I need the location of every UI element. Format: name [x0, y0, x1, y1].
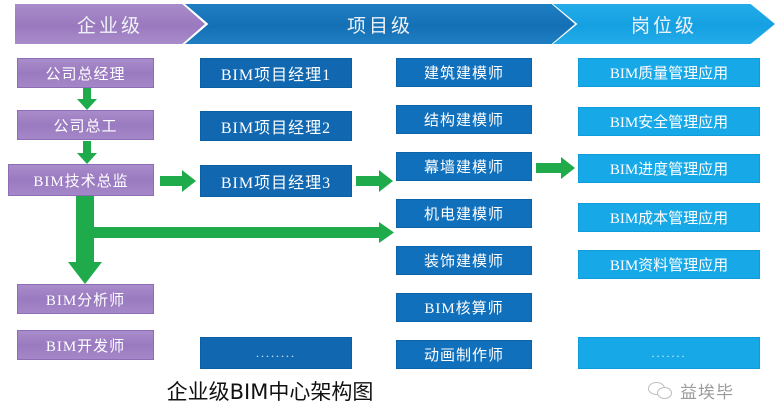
node-label: 幕墙建模师 [423, 160, 504, 176]
arrow-project-manager-3-to-modelers [356, 170, 393, 192]
node-decoration-modeler[interactable]: 装饰建模师 [396, 246, 532, 275]
node-bim-project-manager-3[interactable]: BIM项目经理3 [200, 165, 352, 197]
node-label: 结构建模师 [423, 113, 504, 129]
node-label: BIM成本管理应用 [609, 211, 729, 227]
node-label: BIM项目经理3 [220, 175, 332, 192]
node-bim-analyst[interactable]: BIM分析师 [17, 284, 154, 314]
arrow-chief-engineer-to-technical-director [77, 141, 97, 164]
level-banner-enterprise-label: 企业级 [76, 15, 143, 37]
level-banner-position: 岗位级 [553, 4, 775, 44]
node-bim-cost-management[interactable]: BIM成本管理应用 [578, 203, 760, 232]
node-mep-modeler[interactable]: 机电建模师 [396, 199, 532, 228]
node-bim-project-manager-2[interactable]: BIM项目经理2 [200, 111, 352, 141]
watermark: 益埃毕 [648, 378, 734, 403]
node-company-chief-engineer[interactable]: 公司总工 [17, 110, 154, 140]
arrow-technical-director-to-project-manager-3 [160, 170, 196, 192]
node-bim-schedule-management[interactable]: BIM进度管理应用 [578, 154, 760, 183]
level-banner-project: 项目级 [185, 4, 575, 44]
node-animation-producer[interactable]: 动画制作师 [396, 340, 532, 369]
node-label: 动画制作师 [423, 348, 504, 364]
node-label: 公司总经理 [45, 66, 126, 83]
node-label: ........ [256, 345, 296, 360]
node-label: BIM分析师 [45, 292, 126, 309]
node-label: BIM核算师 [424, 301, 504, 317]
node-bim-cost-accountant[interactable]: BIM核算师 [396, 293, 532, 322]
diagram-caption: 企业级BIM中心架构图 [166, 380, 374, 404]
arrow-technical-director-to-analyst [68, 196, 102, 284]
level-banner-position-label: 岗位级 [630, 15, 697, 37]
node-architecture-modeler[interactable]: 建筑建模师 [396, 58, 532, 87]
node-label: BIM项目经理2 [220, 120, 332, 137]
arrow-gm-to-chief-engineer [77, 88, 97, 110]
node-label: ....... [651, 345, 687, 360]
arrow-technical-director-to-modeler-column [89, 222, 394, 243]
node-label: 装饰建模师 [423, 254, 504, 270]
node-label: 公司总工 [53, 118, 118, 135]
node-bim-document-management[interactable]: BIM资料管理应用 [578, 250, 760, 279]
node-bim-technical-director[interactable]: BIM技术总监 [8, 164, 154, 196]
level-banner-project-label: 项目级 [346, 15, 413, 37]
node-bim-developer[interactable]: BIM开发师 [17, 330, 154, 360]
node-curtain-wall-modeler[interactable]: 幕墙建模师 [396, 152, 532, 181]
node-label: BIM进度管理应用 [609, 162, 729, 178]
node-label: BIM安全管理应用 [609, 115, 729, 131]
node-label: 建筑建模师 [423, 66, 504, 82]
node-label: BIM开发师 [45, 338, 126, 355]
node-label: BIM资料管理应用 [609, 258, 729, 274]
node-application-more[interactable]: ....... [578, 337, 760, 369]
node-label: BIM质量管理应用 [609, 66, 729, 82]
node-project-manager-more[interactable]: ........ [200, 337, 352, 369]
node-bim-project-manager-1[interactable]: BIM项目经理1 [200, 58, 352, 88]
node-label: 机电建模师 [423, 207, 504, 223]
node-bim-quality-management[interactable]: BIM质量管理应用 [578, 58, 760, 87]
node-label: BIM技术总监 [33, 173, 129, 190]
watermark-label: 益埃毕 [680, 383, 734, 403]
node-structure-modeler[interactable]: 结构建模师 [396, 105, 532, 134]
level-banner-enterprise: 企业级 [15, 4, 205, 44]
node-label: BIM项目经理1 [220, 67, 332, 84]
node-company-general-manager[interactable]: 公司总经理 [17, 58, 154, 88]
node-bim-safety-management[interactable]: BIM安全管理应用 [578, 107, 760, 136]
wechat-icon [648, 381, 674, 401]
arrow-modeler-to-application [536, 157, 575, 179]
